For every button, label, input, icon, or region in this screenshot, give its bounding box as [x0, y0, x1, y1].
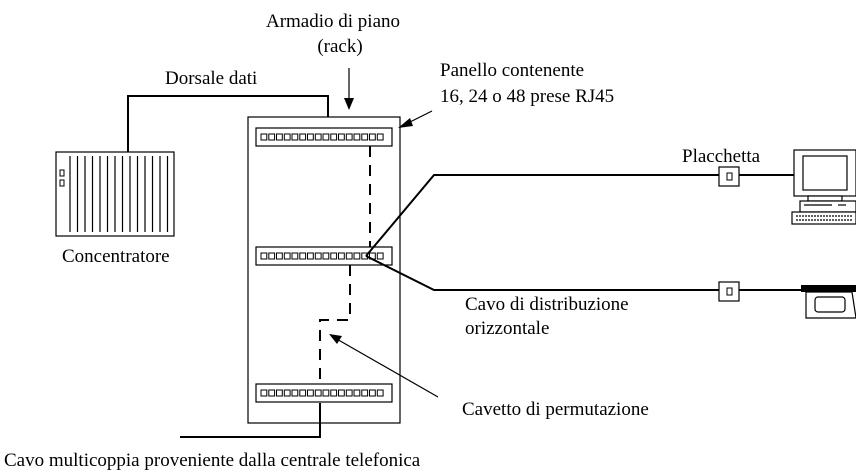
wall-outlet-icon	[718, 281, 740, 302]
panel-label-line1: Panello contenente	[440, 60, 584, 81]
rj45-port	[322, 389, 330, 397]
rj45-port	[291, 252, 299, 260]
rack-label-line2: (rack)	[317, 36, 362, 57]
rj45-port	[376, 252, 384, 260]
patch-panel-top	[255, 127, 393, 147]
rj45-port	[299, 389, 307, 397]
rj45-port	[299, 252, 307, 260]
rj45-port	[283, 252, 291, 260]
rj45-port	[376, 133, 384, 141]
telephone-icon	[801, 285, 856, 319]
floor-rack	[247, 116, 401, 424]
rj45-port	[291, 389, 299, 397]
hub-label: Concentratore	[62, 246, 170, 267]
rj45-port	[276, 389, 283, 397]
patch-panel-middle	[255, 246, 393, 266]
multipair-cable-label: Cavo multicoppia proveniente dalla centr…	[4, 450, 421, 471]
patch-cord-lower	[319, 265, 351, 380]
patch-cord-arrow	[334, 337, 439, 398]
rj45-port	[276, 133, 283, 141]
rj45-port	[260, 252, 268, 260]
horizontal-cable-lower	[365, 255, 719, 291]
rj45-port	[353, 252, 361, 260]
computer-icon	[791, 149, 856, 225]
hub-icon	[55, 151, 175, 237]
rj45-port	[361, 133, 369, 141]
rj45-port	[283, 389, 291, 397]
horizontal-cable-upper	[365, 174, 719, 257]
rj45-port	[307, 252, 314, 260]
rj45-port	[276, 252, 283, 260]
panel-label-line2: 16, 24 o 48 prese RJ45	[440, 86, 614, 107]
rj45-port	[353, 389, 361, 397]
rj45-port	[330, 133, 338, 141]
rj45-port	[314, 252, 322, 260]
rj45-port	[369, 389, 376, 397]
rj45-port	[376, 389, 384, 397]
rack-label-line1: Armadio di piano	[266, 11, 400, 32]
patch-cord-label: Cavetto di permutazione	[462, 399, 649, 420]
rj45-port	[322, 133, 330, 141]
rj45-port	[291, 133, 299, 141]
rj45-port	[330, 389, 338, 397]
rj45-port	[268, 133, 276, 141]
rj45-port	[268, 389, 276, 397]
wallplate-label: Placchetta	[682, 146, 761, 167]
backbone-cable	[127, 95, 329, 152]
rj45-port	[268, 252, 276, 260]
wall-outlet-icon	[718, 166, 740, 187]
patch-panel-bottom	[255, 383, 393, 403]
rj45-port	[338, 389, 345, 397]
horizontal-cable-label-line2: orizzontale	[465, 318, 549, 339]
rj45-port	[307, 133, 314, 141]
rj45-port	[283, 133, 291, 141]
rj45-port	[353, 133, 361, 141]
rj45-port	[260, 133, 268, 141]
horizontal-cable-label-line1: Cavo di distribuzione	[465, 294, 629, 315]
rj45-port	[345, 133, 353, 141]
rj45-port	[314, 389, 322, 397]
rj45-port	[361, 389, 369, 397]
rj45-port	[314, 133, 322, 141]
rj45-port	[369, 133, 376, 141]
rj45-port	[338, 133, 345, 141]
rj45-port	[345, 252, 353, 260]
backbone-label: Dorsale dati	[165, 68, 257, 89]
rj45-port	[260, 389, 268, 397]
rj45-port	[330, 252, 338, 260]
rj45-port	[338, 252, 345, 260]
rj45-port	[307, 389, 314, 397]
rj45-port	[299, 133, 307, 141]
rj45-port	[322, 252, 330, 260]
multipair-cable	[180, 403, 321, 438]
rj45-port	[345, 389, 353, 397]
